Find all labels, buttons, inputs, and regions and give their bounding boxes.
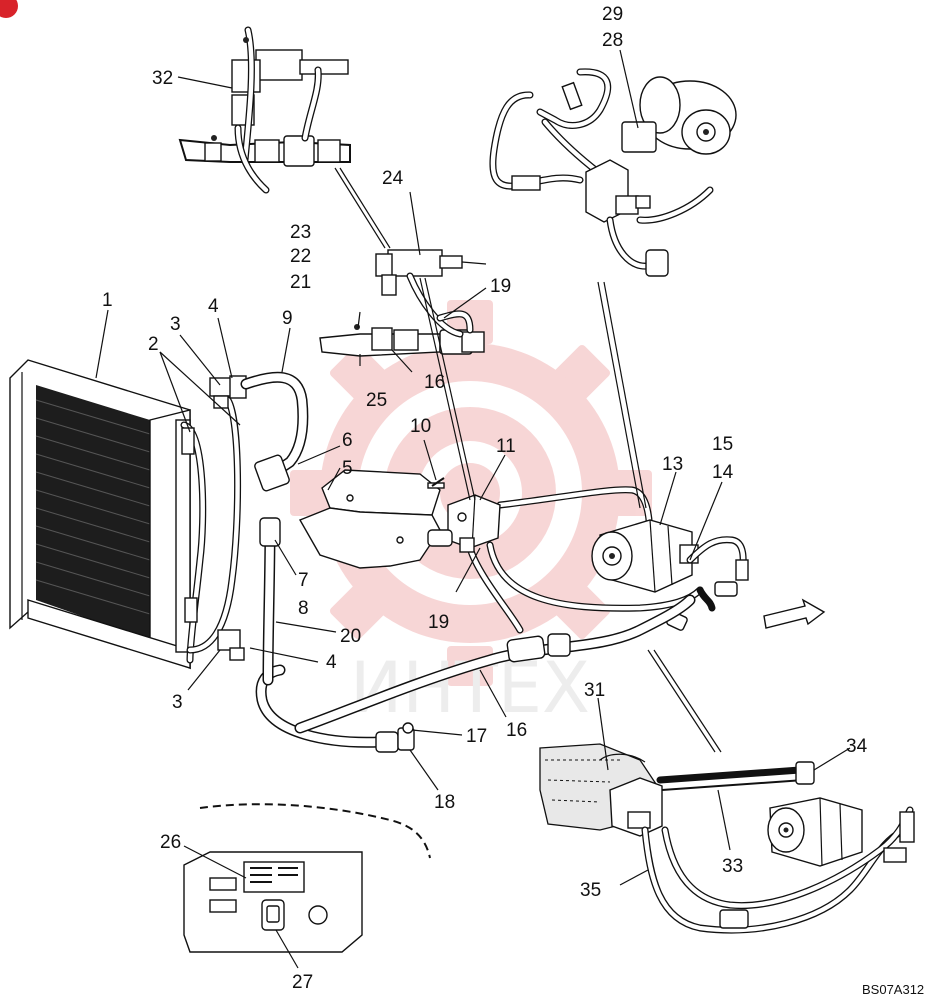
- callout-3: 3: [170, 314, 181, 335]
- callout-6: 6: [342, 430, 353, 451]
- callout-2: 2: [148, 334, 159, 355]
- callout-14: 14: [712, 462, 734, 483]
- callout-29: 29: [602, 4, 623, 25]
- hose-20: [259, 517, 281, 686]
- callout-16: 16: [506, 720, 527, 741]
- decal-panel: [183, 803, 431, 953]
- callout-13: 13: [662, 454, 683, 475]
- callout-19: 19: [490, 276, 511, 297]
- callout-leaders: [95, 49, 851, 969]
- direction-arrow: [763, 598, 826, 629]
- callout-22: 22: [290, 246, 311, 267]
- callout-4: 4: [208, 296, 219, 317]
- callout-34: 34: [846, 736, 868, 757]
- fittings-17-18: [375, 722, 415, 753]
- callout-7: 7: [298, 570, 309, 591]
- inset-top-right: [489, 68, 737, 277]
- callout-9: 9: [282, 308, 293, 329]
- cooler-hoses: [180, 396, 242, 664]
- callout-26: 26: [160, 832, 181, 853]
- callout-35: 35: [580, 880, 601, 901]
- oil-cooler: [9, 359, 191, 670]
- callout-32: 32: [152, 68, 173, 89]
- callout-1: 1: [102, 290, 113, 311]
- watermark-text: ИНТЕХ: [350, 647, 590, 729]
- relief-valve: [427, 494, 501, 553]
- drawing-code: BS07A312: [862, 982, 924, 997]
- callout-11: 11: [496, 436, 516, 457]
- callout-labels: 1 2 3 3 4 4 5 6 7 8 9 10 11 13 15 14 16 …: [102, 4, 868, 993]
- callout-16: 16: [424, 372, 445, 393]
- callout-8: 8: [298, 598, 309, 619]
- bolt-10: [431, 477, 445, 487]
- callout-23: 23: [290, 222, 311, 243]
- hose-9: [240, 371, 309, 492]
- callout-33: 33: [722, 856, 743, 877]
- callout-21: 21: [290, 272, 311, 293]
- callout-17: 17: [466, 726, 487, 747]
- callout-4: 4: [326, 652, 337, 673]
- valve-24-assembly: [319, 249, 487, 357]
- callout-3: 3: [172, 692, 183, 713]
- callout-20: 20: [340, 626, 361, 647]
- callout-15: 15: [712, 434, 733, 455]
- callout-19: 19: [428, 612, 449, 633]
- callout-25: 25: [366, 390, 387, 411]
- pump-fittings: [666, 536, 749, 631]
- callout-24: 24: [382, 168, 404, 189]
- hydraulic-pump: [591, 519, 699, 593]
- corner-badge: [0, 0, 18, 18]
- callout-27: 27: [292, 972, 313, 993]
- inset-bottom-right: [539, 743, 915, 934]
- cooler-fittings: [209, 375, 247, 661]
- callout-5: 5: [342, 458, 353, 479]
- callout-31: 31: [584, 680, 605, 701]
- callout-18: 18: [434, 792, 455, 813]
- callout-10: 10: [410, 416, 431, 437]
- callout-28: 28: [602, 30, 623, 51]
- inset-top-left: [178, 26, 351, 194]
